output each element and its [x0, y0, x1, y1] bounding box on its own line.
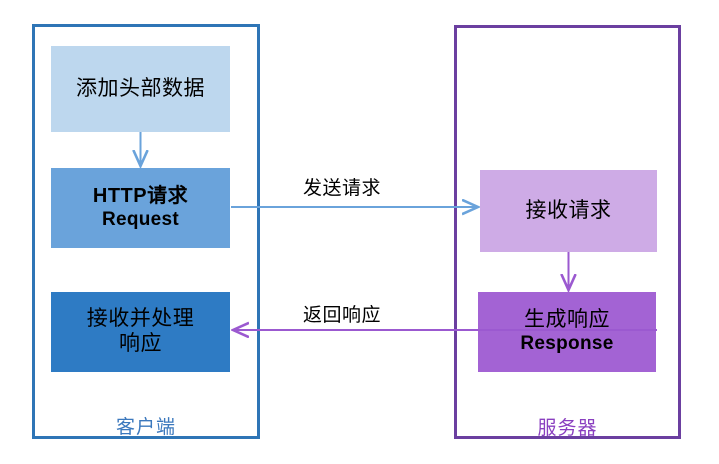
client-container-label: 客户端 — [115, 417, 176, 438]
node-receive-and-process-response[interactable]: 接收并处理 响应 — [51, 292, 230, 372]
node-http-request[interactable]: HTTP请求 Request — [51, 168, 230, 248]
node-generate-response[interactable]: 生成响应 Response — [478, 292, 656, 372]
edge-label-send-request: 发送请求 — [303, 178, 382, 199]
node-receive-request[interactable]: 接收请求 — [480, 170, 657, 252]
node-http-request-line2: Request — [101, 208, 180, 230]
node-add-header-data-line1: 添加头部数据 — [76, 76, 205, 100]
client-container: 客户端 — [32, 24, 260, 439]
server-container-label: 服务器 — [537, 418, 598, 439]
node-add-header-data[interactable]: 添加头部数据 — [51, 46, 230, 132]
edge-label-return-response: 返回响应 — [303, 305, 382, 326]
node-generate-response-line2: Response — [520, 333, 614, 355]
node-generate-response-line1: 生成响应 — [524, 308, 610, 332]
node-receive-request-line1: 接收请求 — [525, 198, 612, 222]
server-container: 服务器 — [454, 25, 681, 439]
node-receive-and-process-response-line1: 接收并处理 — [86, 307, 195, 331]
node-http-request-line1: HTTP请求 — [92, 185, 189, 207]
node-receive-and-process-response-line2: 响应 — [119, 332, 162, 355]
